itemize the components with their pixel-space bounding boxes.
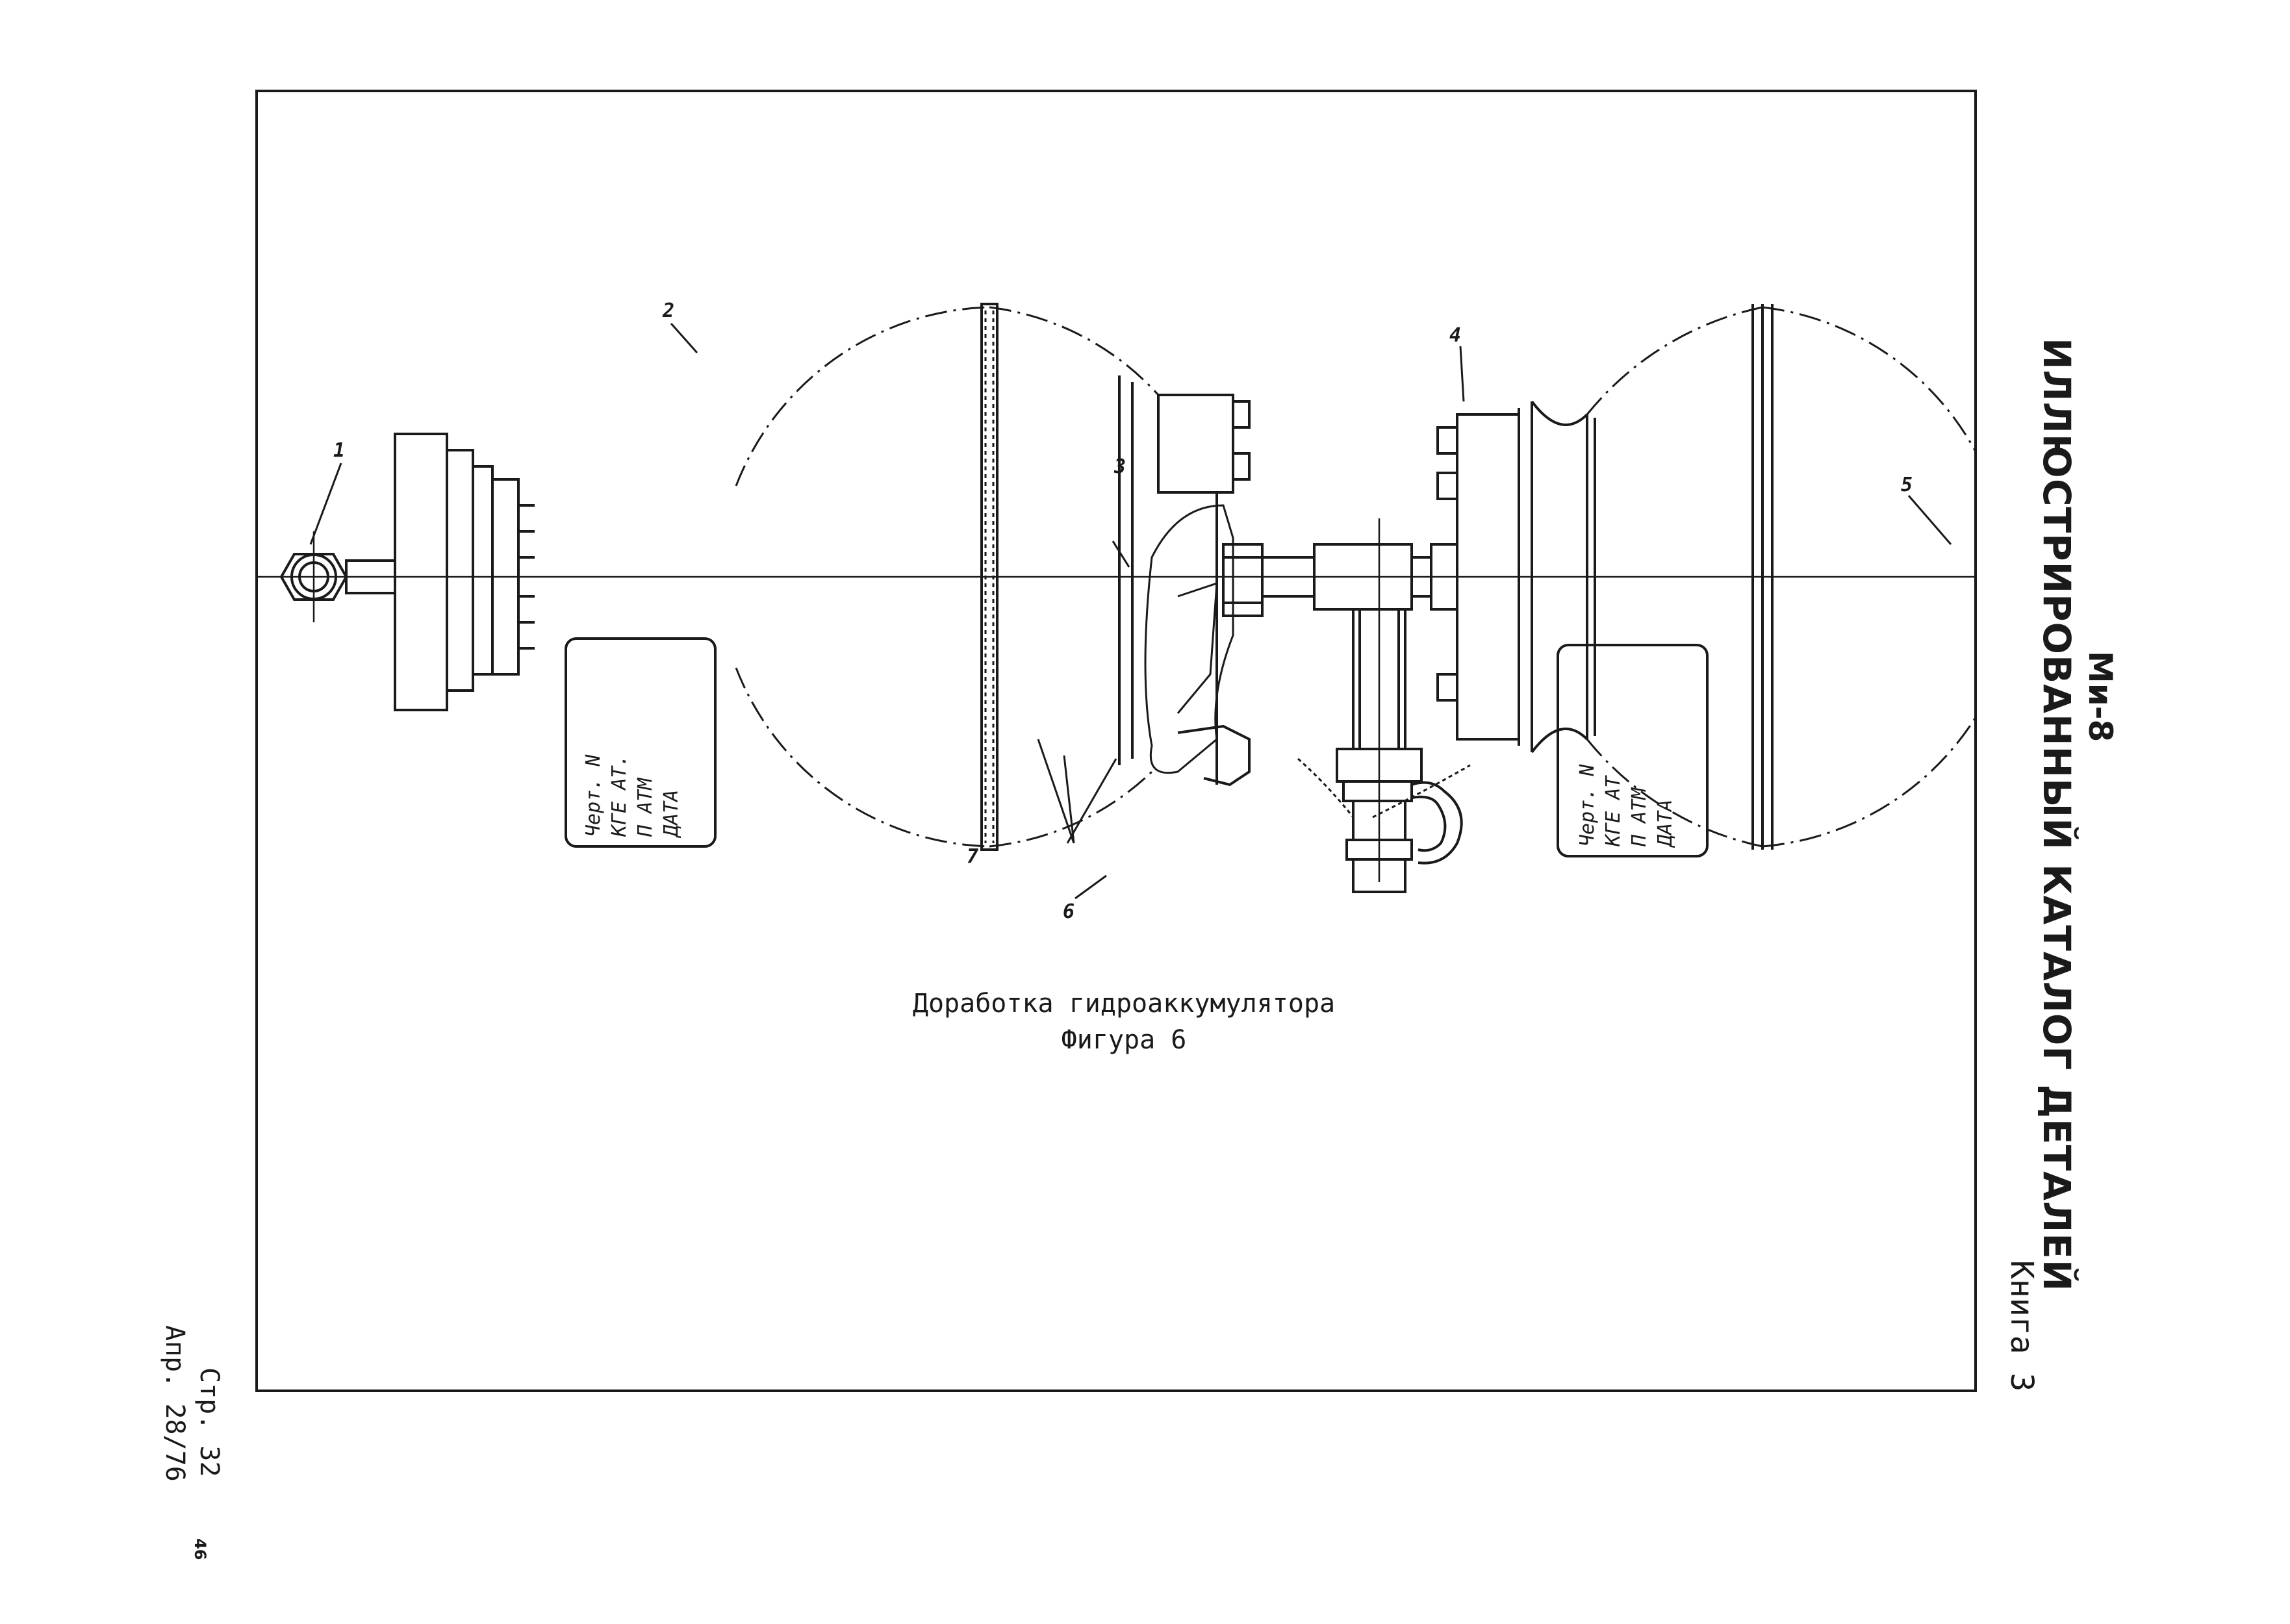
tee-valve [1261,518,1471,893]
right-data-plate [1557,644,1709,857]
right-accumulator [1436,304,1977,857]
left-accumulator [279,303,1264,851]
callout-5: 5 [1901,474,1913,496]
left-plate-line-1: Черт. N [582,754,605,837]
sheet-number: 46 [191,1538,209,1560]
left-data-plate [565,637,717,848]
callout-2: 2 [662,299,674,322]
right-plate-line-3: П АТМ [1628,787,1651,847]
header-title: ИЛЛЮСТРИРОВАННЫЙ КАТАЛОГ ДЕТАЛЕЙ [2035,338,2079,1292]
callout-6: 6 [1063,900,1075,923]
page-date: Апр. 28/76 [160,1325,190,1482]
left-plate-line-3: П АТМ [634,778,657,837]
figure-caption-title: Доработка гидроаккумулятора [912,989,1336,1019]
drawing-frame [255,90,1977,1392]
callout-7: 7 [967,845,978,868]
left-plate-line-2: КГЕ АТ. [608,755,631,837]
callout-1: 1 [333,439,345,462]
accumulator-drawing: 1 2 3 4 5 6 7 Черт. N КГЕ АТ. П АТМ ДАТА… [255,299,1977,923]
book-number: Книга 3 [2004,1260,2040,1392]
right-plate-line-4: ДАТА [1654,800,1677,848]
figure-caption-number: Фигура 6 [1061,1025,1187,1055]
right-plate-line-1: Черт. N [1576,764,1599,846]
page-number: Стр. 32 [194,1367,224,1477]
header-model: Ми-8 [2081,651,2119,742]
left-plate-line-4: ДАТА [660,790,683,839]
callout-4: 4 [1449,324,1461,347]
right-plate-line-2: КГЕ АТ [1602,775,1625,847]
callout-3: 3 [1113,455,1126,478]
